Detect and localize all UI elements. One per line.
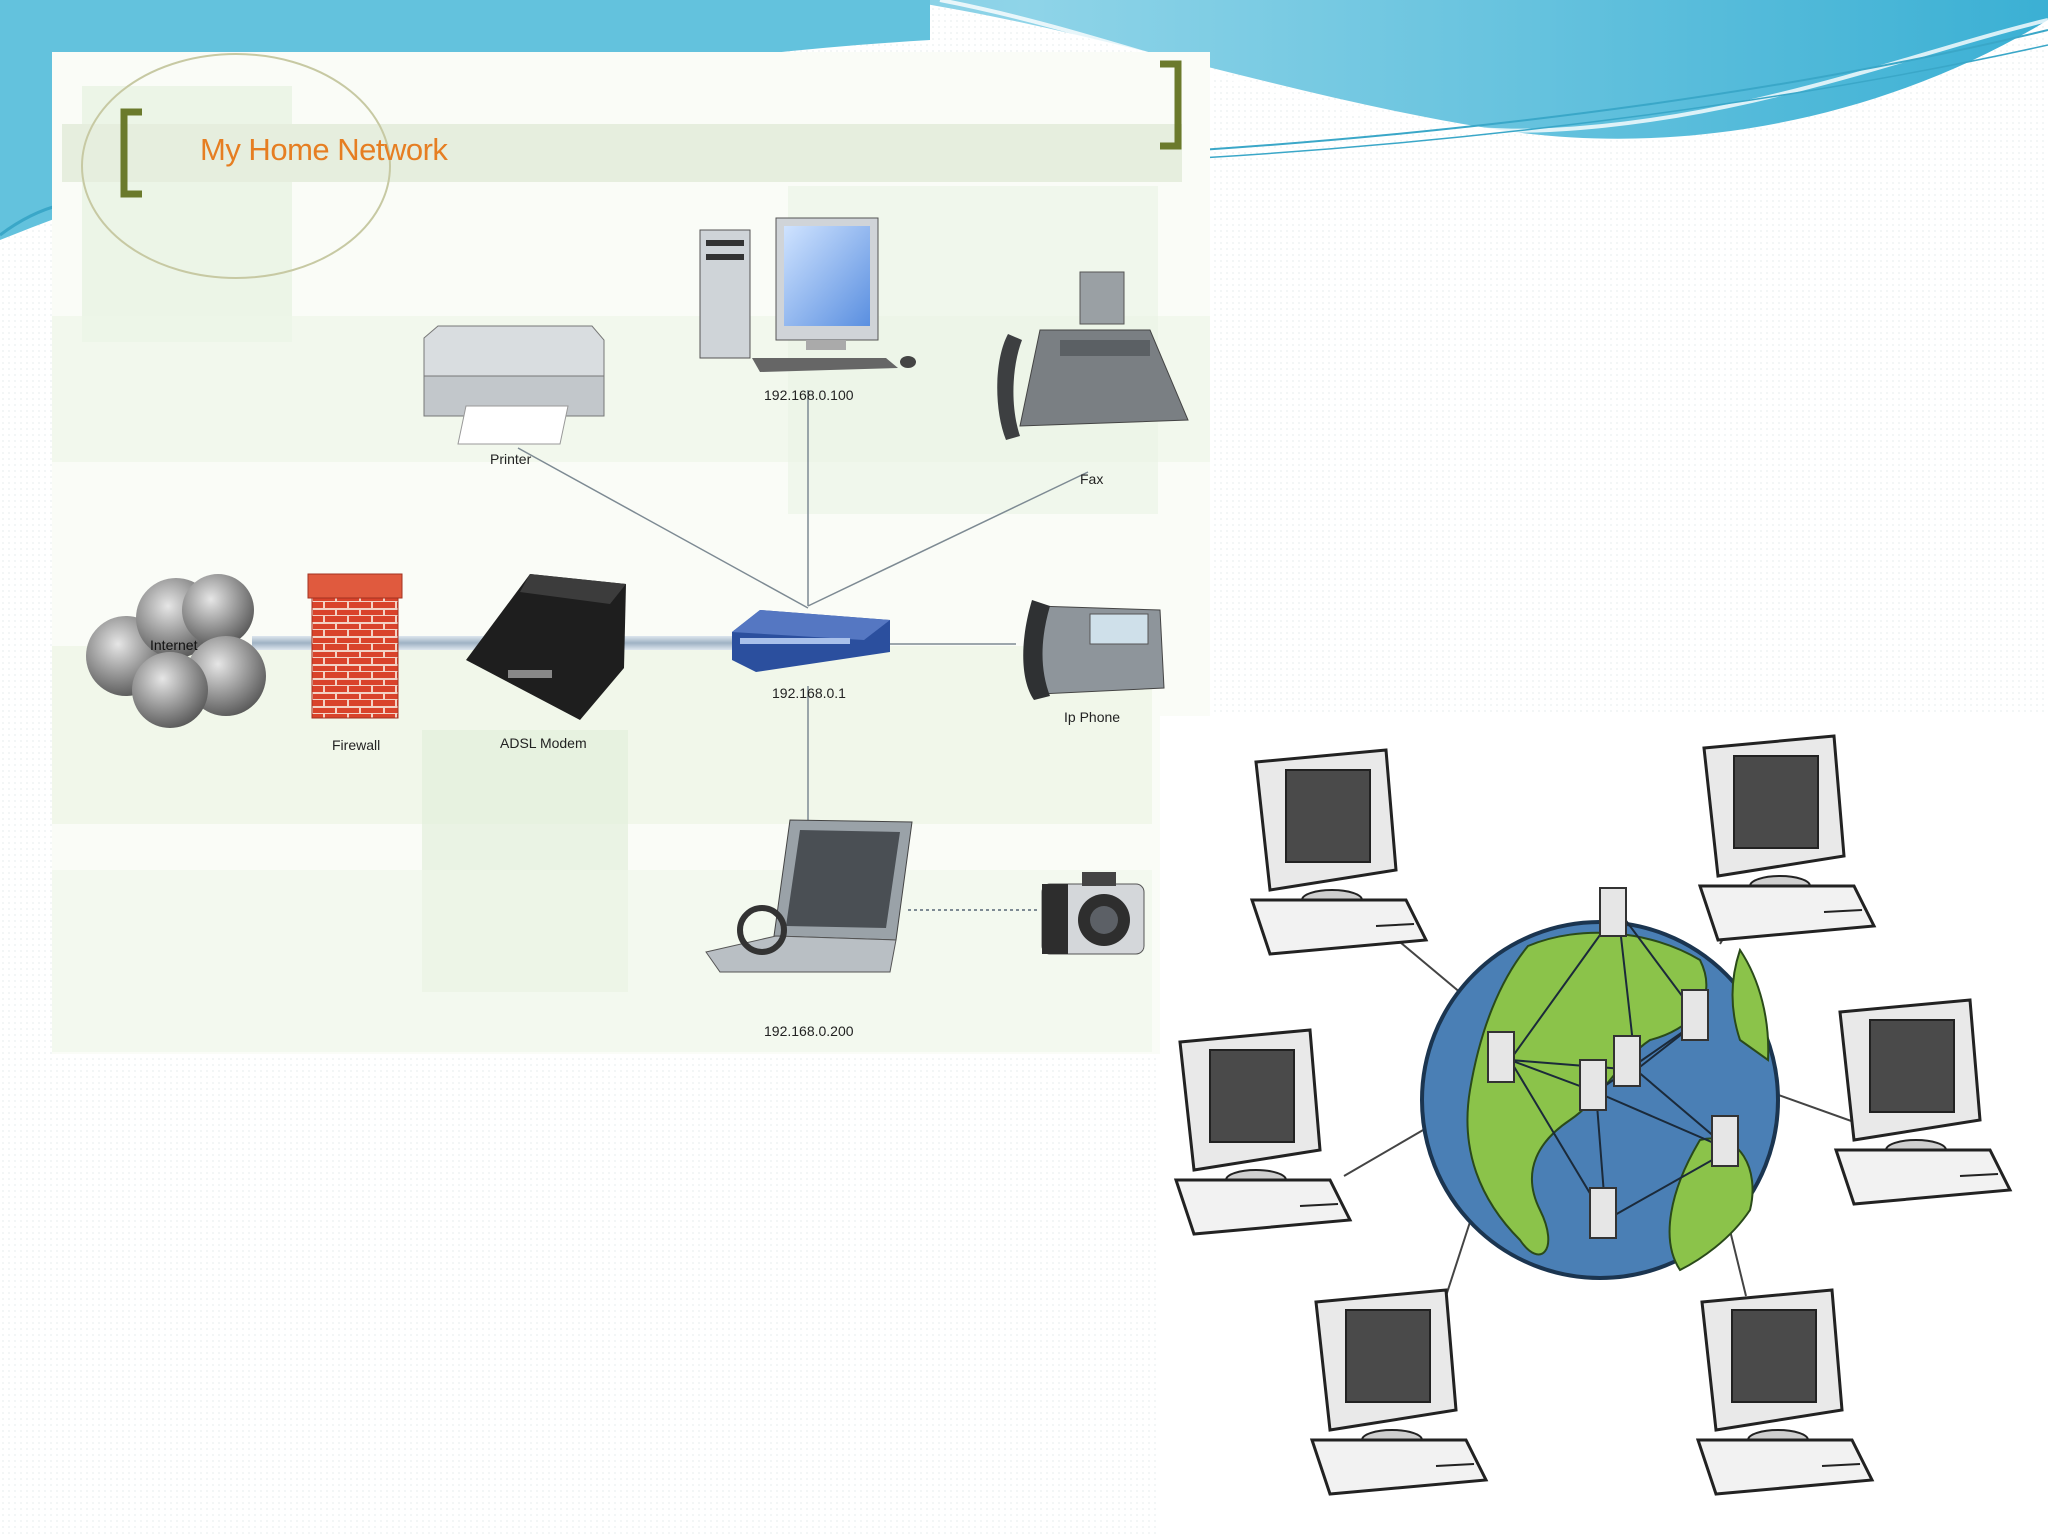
modem-label: ADSL Modem xyxy=(500,735,587,751)
laptop-ip-label: 192.168.0.200 xyxy=(764,1023,854,1039)
monitor-icon xyxy=(1173,1028,1353,1236)
laptop-icon xyxy=(705,819,913,973)
internet-label: Internet xyxy=(150,637,198,653)
desktop-ip-label: 192.168.0.100 xyxy=(764,387,854,403)
monitor-icon xyxy=(1249,748,1429,956)
monitor-group xyxy=(1173,734,2013,1496)
printer-label: Printer xyxy=(490,451,532,467)
printer-icon xyxy=(423,325,605,445)
router-icon xyxy=(732,610,890,672)
diagram-title: My Home Network xyxy=(200,132,448,167)
router-ip-label: 192.168.0.1 xyxy=(772,685,846,701)
left-bracket xyxy=(120,108,142,198)
camera-icon xyxy=(1041,872,1145,955)
ip-phone-label: Ip Phone xyxy=(1064,709,1121,725)
server-icon xyxy=(1487,887,1739,1239)
cloud-icon xyxy=(86,574,266,728)
monitor-icon xyxy=(1833,998,2013,1206)
firewall-label: Firewall xyxy=(332,737,381,753)
globe-network-diagram xyxy=(1160,716,2048,1536)
right-bracket xyxy=(1160,60,1182,150)
home-network-diagram xyxy=(52,52,1210,1054)
firewall-icon xyxy=(307,573,403,719)
monitor-icon xyxy=(1697,734,1877,942)
monitor-icon xyxy=(1695,1288,1875,1496)
modem-icon xyxy=(466,574,626,720)
fax-label: Fax xyxy=(1080,471,1104,487)
desktop-computer-icon xyxy=(699,217,916,372)
ip-phone-icon xyxy=(1023,600,1165,700)
monitor-icon xyxy=(1309,1288,1489,1496)
fax-icon xyxy=(997,271,1189,440)
